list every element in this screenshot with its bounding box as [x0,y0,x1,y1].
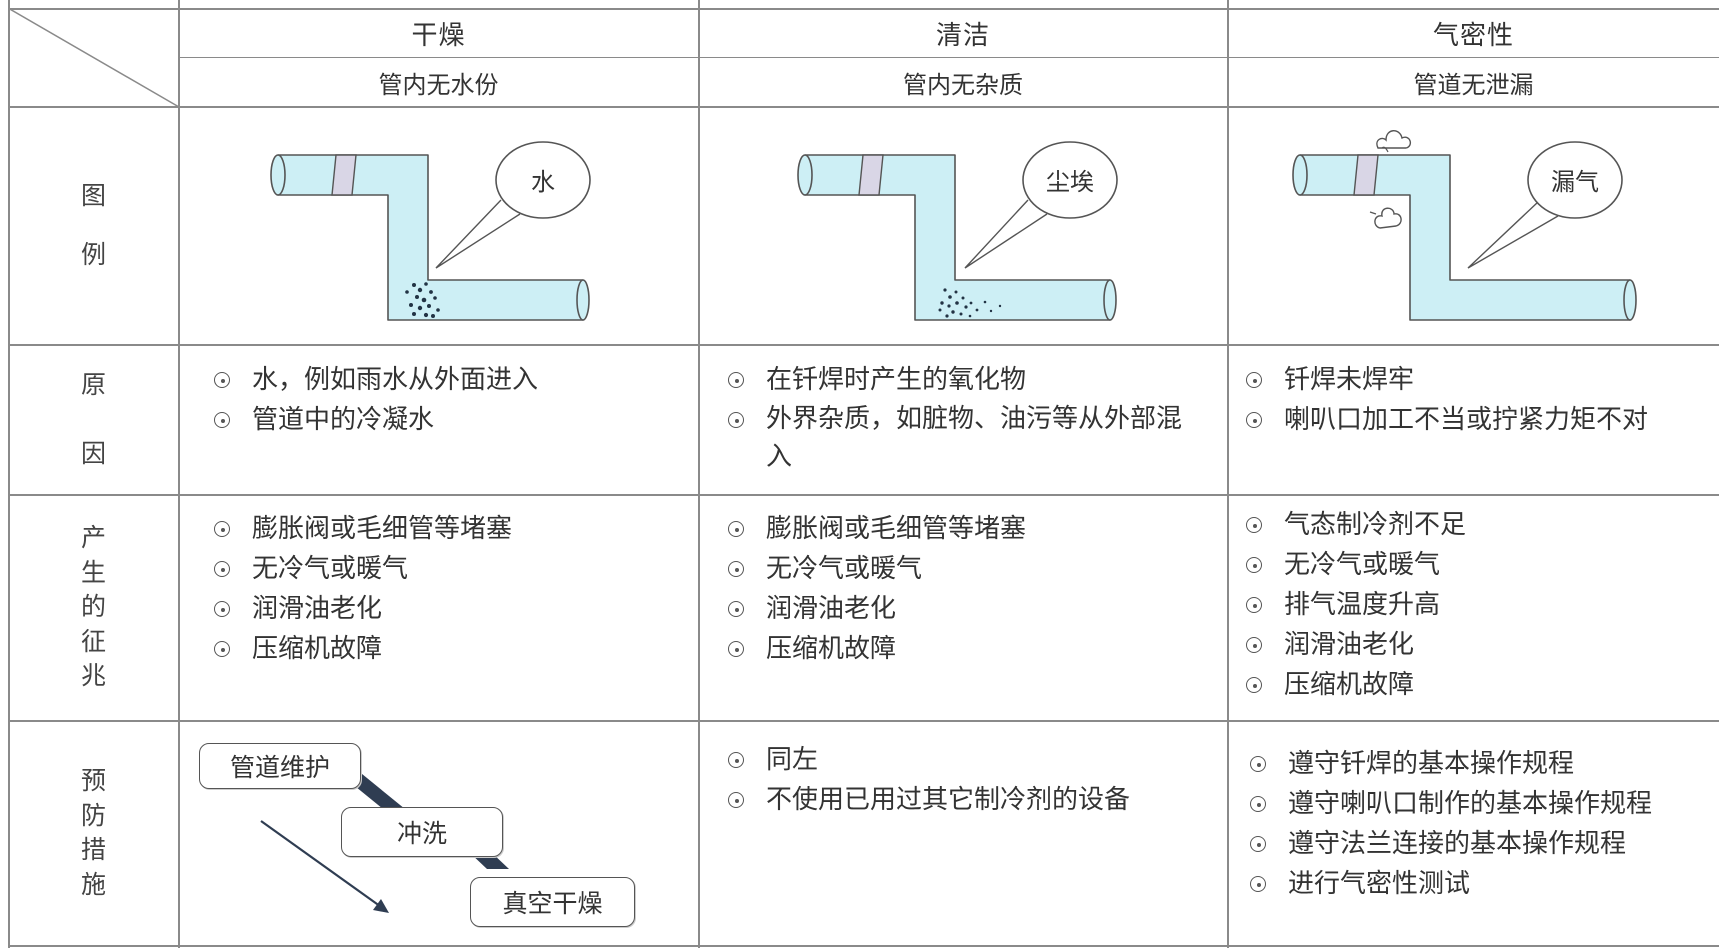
grid-line [1227,0,1229,948]
cause-dry: 水，例如雨水从外面进入 管道中的冷凝水 [212,360,692,440]
list-item: 同左 [726,740,1198,780]
step-flush: 冲洗 [341,807,503,857]
grid-line [8,945,1719,947]
list-item: 排气温度升高 [1244,585,1716,625]
list-item: 喇叭口加工不当或拧紧力矩不对 [1244,400,1716,440]
subheader-airtight: 管道无泄漏 [1413,70,1534,99]
list-item: 遵守法兰连接的基本操作规程 [1248,824,1718,864]
list-item: 压缩机故障 [726,629,1198,669]
row-label-prevention: 预 防 措 施 [80,766,106,899]
cause-airtight: 钎焊未焊牢 喇叭口加工不当或拧紧力矩不对 [1244,360,1716,440]
symptom-dry: 膨胀阀或毛细管等堵塞 无冷气或暖气 润滑油老化 压缩机故障 [212,509,692,669]
prevention-clean: 同左 不使用已用过其它制冷剂的设备 [726,740,1198,820]
step-vacuum-dry: 真空干燥 [470,877,635,927]
list-item: 不使用已用过其它制冷剂的设备 [726,780,1198,820]
list-item: 润滑油老化 [212,589,692,629]
header-airtight: 气密性 [1432,20,1514,51]
list-item: 润滑油老化 [726,589,1198,629]
grid-line [8,494,1719,496]
list-item: 外界杂质，如脏物、油污等从外部混入 [726,400,1198,476]
list-item: 无冷气或暖气 [212,549,692,589]
symptom-clean: 膨胀阀或毛细管等堵塞 无冷气或暖气 润滑油老化 压缩机故障 [726,509,1198,669]
subheader-clean: 管内无杂质 [903,70,1023,99]
grid-line [8,106,1719,108]
grid-line [178,57,1719,59]
pipe-water-illustration: 水 [270,141,591,321]
pipe-leak-illustration: 漏气 [1292,130,1637,321]
prevention-dry-flow: 管道维护 冲洗 真空干燥 [179,721,698,945]
list-item: 压缩机故障 [212,629,692,669]
prevention-airtight: 遵守钎焊的基本操作规程 遵守喇叭口制作的基本操作规程 遵守法兰连接的基本操作规程… [1248,744,1718,904]
grid-line [8,8,1719,10]
list-item: 遵守喇叭口制作的基本操作规程 [1248,784,1718,824]
subheader-dry: 管内无水份 [378,70,499,99]
pipe-dust-illustration: 尘埃 [797,141,1118,321]
corner-diagonal [8,8,180,108]
step-pipe-maintenance: 管道维护 [199,743,361,789]
callout-text-leak: 漏气 [1551,168,1599,196]
list-item: 遵守钎焊的基本操作规程 [1248,744,1718,784]
list-item: 润滑油老化 [1244,625,1716,665]
list-item: 膨胀阀或毛细管等堵塞 [726,509,1198,549]
grid-line [178,0,180,948]
list-item: 膨胀阀或毛细管等堵塞 [212,509,692,549]
list-item: 水，例如雨水从外面进入 [212,360,692,400]
list-item: 压缩机故障 [1244,665,1716,705]
arrow-head-icon [373,899,389,913]
header-clean: 清洁 [935,20,990,51]
grid-line [8,720,1719,722]
grid-line [8,0,10,948]
callout-text-dust: 尘埃 [1046,168,1094,196]
grid-line [8,344,1719,346]
header-dry: 干燥 [411,20,466,51]
list-item: 气态制冷剂不足 [1244,505,1716,545]
row-label-figure: 图 例 [80,181,106,269]
row-label-symptom: 产 生 的 征 兆 [80,523,106,691]
list-item: 无冷气或暖气 [1244,545,1716,585]
callout-text-water: 水 [531,168,555,196]
list-item: 钎焊未焊牢 [1244,360,1716,400]
row-label-cause: 原 因 [80,370,106,468]
list-item: 在钎焊时产生的氧化物 [726,360,1198,400]
list-item: 管道中的冷凝水 [212,400,692,440]
list-item: 无冷气或暖气 [726,549,1198,589]
grid-line [698,0,700,948]
cause-clean: 在钎焊时产生的氧化物 外界杂质，如脏物、油污等从外部混入 [726,360,1198,476]
list-item: 进行气密性测试 [1248,864,1718,904]
symptom-airtight: 气态制冷剂不足 无冷气或暖气 排气温度升高 润滑油老化 压缩机故障 [1244,505,1716,705]
